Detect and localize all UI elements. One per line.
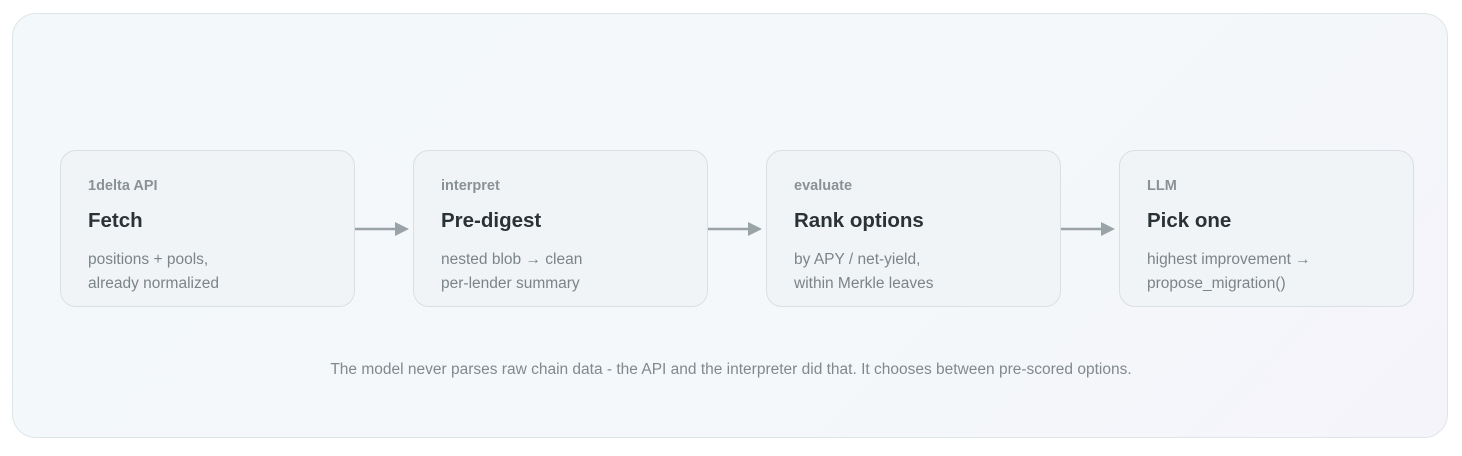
arrow-right-icon	[708, 219, 764, 239]
pipeline-flow: 1delta API Fetch positions + pools, alre…	[13, 14, 1449, 439]
step-description-line: highest improvement →	[1147, 251, 1311, 268]
step-card-pre-digest: interpret Pre-digest nested blob → clean…	[413, 150, 708, 307]
step-description: by APY / net-yield, within Merkle leaves	[794, 248, 934, 296]
step-description-line: by APY / net-yield,	[794, 251, 921, 268]
step-description-line: propose_migration()	[1147, 275, 1286, 292]
arrow-right-icon	[1061, 219, 1117, 239]
step-description: positions + pools, already normalized	[88, 248, 219, 296]
step-description-line: positions + pools,	[88, 251, 209, 268]
step-card-fetch: 1delta API Fetch positions + pools, alre…	[60, 150, 355, 307]
diagram-panel: 1delta API Fetch positions + pools, alre…	[12, 13, 1448, 438]
step-title: Fetch	[88, 209, 143, 232]
step-kicker: LLM	[1147, 178, 1177, 194]
step-kicker: interpret	[441, 178, 500, 194]
step-card-pick-one: LLM Pick one highest improvement → propo…	[1119, 150, 1414, 307]
arrow-right-icon	[355, 219, 411, 239]
step-description-line: nested blob → clean	[441, 251, 583, 268]
step-description-line: within Merkle leaves	[794, 275, 934, 292]
step-title: Rank options	[794, 209, 924, 232]
step-kicker: 1delta API	[88, 178, 158, 194]
diagram-caption: The model never parses raw chain data - …	[330, 361, 1132, 378]
step-description: nested blob → clean per-lender summary	[441, 248, 582, 296]
step-title: Pick one	[1147, 209, 1232, 232]
step-kicker: evaluate	[794, 178, 853, 194]
step-description: highest improvement → propose_migration(…	[1147, 248, 1311, 296]
step-description-line: per-lender summary	[441, 275, 580, 292]
step-card-rank-options: evaluate Rank options by APY / net-yield…	[766, 150, 1061, 307]
step-description-line: already normalized	[88, 275, 219, 292]
step-title: Pre-digest	[441, 209, 542, 232]
